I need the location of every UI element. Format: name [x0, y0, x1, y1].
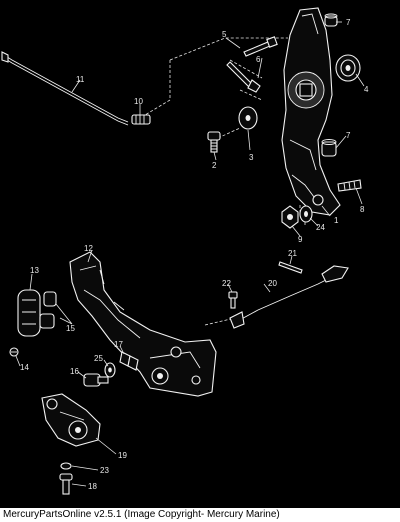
callout-18: 18: [88, 482, 97, 491]
dashed-assembly-line: [217, 59, 306, 225]
bolt-18-part: [59, 473, 73, 495]
washer-25-part: [104, 362, 116, 378]
clip-15-part: [39, 291, 57, 329]
callout-5: 5: [222, 30, 227, 39]
callout-23: 23: [100, 466, 109, 475]
callout-16: 16: [70, 367, 79, 376]
shift-rod-part: [1, 51, 129, 126]
callout-1: 1: [334, 216, 339, 225]
pin-21-part: [278, 261, 303, 274]
leader-lines: [15, 21, 365, 487]
clip-17-part: [119, 351, 139, 371]
shift-lever-part: [281, 7, 341, 216]
nut-9-part: [281, 205, 299, 229]
callout-24: 24: [316, 223, 325, 232]
callout-22: 22: [222, 279, 231, 288]
callout-3: 3: [249, 153, 254, 162]
callout-10: 10: [134, 97, 143, 106]
callout-19: 19: [118, 451, 127, 460]
callout-21: 21: [288, 249, 297, 258]
callout-25: 25: [94, 354, 103, 363]
screw-14-part: [9, 347, 19, 357]
callout-2: 2: [212, 161, 217, 170]
washer-3-part: [238, 106, 258, 130]
callout-8: 8: [360, 205, 365, 214]
callout-7-bottom: 7: [346, 131, 351, 140]
shift-arm-19-part: [41, 393, 101, 447]
callout-7-top: 7: [346, 18, 351, 27]
callout-14: 14: [20, 363, 29, 372]
callout-4: 4: [364, 85, 369, 94]
screw-22-part: [228, 291, 238, 309]
callout-15: 15: [66, 324, 75, 333]
bolt-5-part: [243, 36, 278, 57]
callout-13: 13: [30, 266, 39, 275]
callout-6: 6: [256, 55, 261, 64]
callout-17: 17: [114, 340, 123, 349]
shift-cable-20-part: [229, 265, 349, 329]
bolt-16-part: [83, 373, 109, 387]
grommet-13-part: [17, 289, 41, 337]
callout-11: 11: [76, 75, 85, 84]
rod-end-part: [131, 114, 151, 125]
roller-4-part: [335, 54, 361, 82]
callout-9: 9: [298, 235, 303, 244]
washer-23-part: [60, 462, 72, 470]
dashed-assembly-line: [139, 37, 301, 326]
callout-12: 12: [84, 244, 93, 253]
bolt-2-part: [207, 131, 221, 153]
bushing-7-top-part: [324, 13, 338, 27]
washer-24-part: [299, 205, 313, 223]
exploded-parts-diagram: 1 2 3 4 5 6 7 7 8 9 10 11 12 13 14 15 16…: [1, 7, 369, 495]
mounting-bracket-part: [69, 251, 217, 397]
copyright-caption: MercuryPartsOnline v2.5.1 (Image Copyrig…: [0, 508, 400, 522]
bolt-8-part: [337, 179, 362, 192]
bushing-7-bottom-part: [321, 139, 337, 157]
callout-20: 20: [268, 279, 277, 288]
bolt-6-part: [226, 61, 261, 93]
callout-labels: 1 2 3 4 5 6 7 7 8 9 10 11 12 13 14 15 16…: [20, 18, 369, 491]
